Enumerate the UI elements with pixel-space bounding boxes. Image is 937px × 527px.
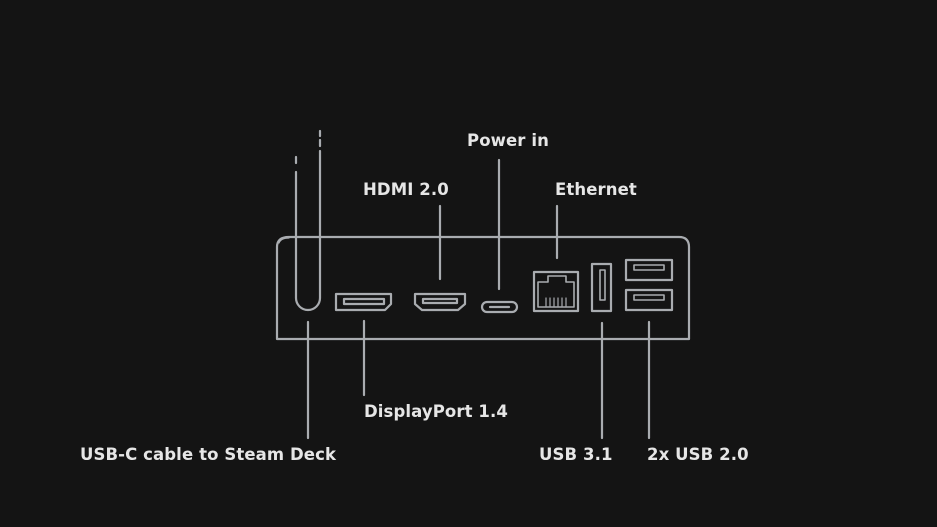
usb31-port-inner bbox=[599, 269, 606, 301]
label-power-in: Power in bbox=[467, 131, 549, 150]
usb20-port-bottom-icon bbox=[624, 288, 674, 312]
usb20-port-top-inner bbox=[633, 264, 665, 271]
label-displayport: DisplayPort 1.4 bbox=[364, 402, 508, 421]
dock-top-edge bbox=[278, 237, 290, 244]
displayport-port-icon bbox=[334, 292, 393, 312]
usb31-port-icon bbox=[590, 262, 613, 313]
usb20-port-bottom-inner bbox=[633, 294, 665, 301]
usb20-port-top-icon bbox=[624, 258, 674, 282]
displayport-port-inner bbox=[342, 297, 386, 306]
dock-body-outline bbox=[275, 235, 691, 341]
label-usb31: USB 3.1 bbox=[539, 445, 613, 464]
ethernet-port-inner bbox=[537, 275, 575, 308]
ethernet-pins-icon bbox=[545, 297, 567, 307]
hdmi-port-inner bbox=[421, 297, 459, 305]
label-usbc-cable: USB-C cable to Steam Deck bbox=[80, 445, 337, 464]
hdmi-port-icon bbox=[413, 292, 467, 312]
label-ethernet: Ethernet bbox=[555, 180, 637, 199]
usbc-cable bbox=[294, 149, 322, 312]
label-hdmi: HDMI 2.0 bbox=[363, 180, 449, 199]
ethernet-port-icon bbox=[532, 270, 580, 313]
label-usb20: 2x USB 2.0 bbox=[647, 445, 749, 464]
power-usbc-port-icon bbox=[480, 300, 519, 314]
